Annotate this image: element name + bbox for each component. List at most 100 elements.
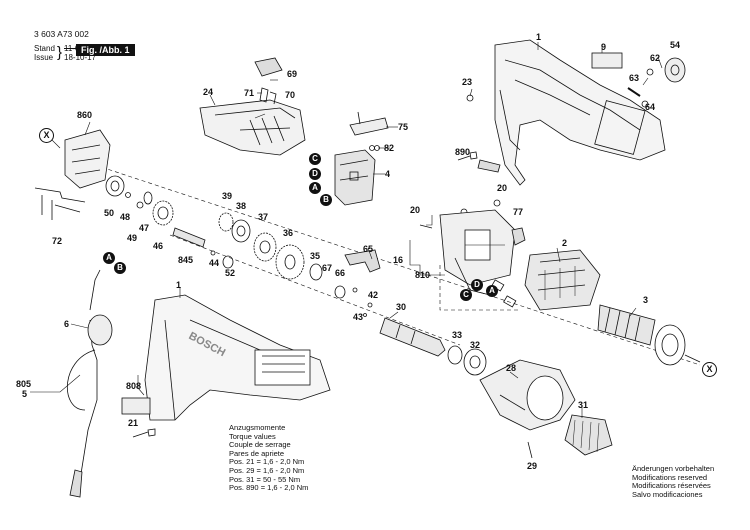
stand-label: Stand (34, 44, 55, 53)
part-label: 30 (396, 302, 407, 312)
torque-value: Pos. 21 = 1,6 - 2,0 Nm (229, 457, 305, 467)
note-line: Salvo modificaciones (632, 489, 703, 499)
part-label: 860 (77, 110, 93, 120)
part-label: 42 (368, 290, 379, 300)
torque-title-en: Torque values (229, 431, 276, 441)
cover-top (199, 99, 306, 156)
part-label: 20 (497, 183, 508, 193)
note-line: Modifications réservées (632, 481, 711, 491)
part-label: 805 (16, 379, 32, 389)
gear-housing-left (64, 129, 111, 189)
part-label: 39 (222, 191, 233, 201)
torque-title-de: Anzugsmomente (229, 423, 286, 432)
part-label: 23 (462, 77, 473, 87)
part-label: 69 (287, 69, 298, 79)
marker-c: C (460, 289, 472, 301)
torque-title-es: Pares de apriete (229, 448, 285, 458)
part-label: 808 (126, 381, 142, 391)
marker-x: X (39, 128, 54, 143)
part-label: 46 (153, 241, 164, 251)
torque-values: Anzugsmomente Torque values Couple de se… (229, 423, 309, 493)
part-label: 36 (283, 228, 294, 238)
housing-half-bottom (144, 294, 331, 421)
marker-c: C (309, 153, 321, 165)
part-label: 49 (127, 233, 138, 243)
part-label: 1 (176, 280, 182, 290)
part-label: 20 (410, 205, 421, 215)
marker-a: A (486, 285, 498, 297)
torque-value: Pos. 29 = 1,6 - 2,0 Nm (229, 465, 305, 475)
part-label: 4 (385, 169, 391, 179)
part-label: 75 (398, 122, 409, 132)
part-label: 5 (22, 389, 28, 399)
part-label: 890 (455, 147, 471, 157)
part-label: 9 (601, 42, 607, 52)
field-coil (524, 249, 601, 311)
part-label: 6 (64, 319, 70, 329)
housing-half-top (494, 39, 666, 186)
drill-chuck (564, 414, 613, 456)
issue-date: 18-10-17 (64, 53, 97, 62)
part-label: 3 (643, 295, 649, 305)
torque-title-fr: Couple de serrage (229, 440, 291, 450)
part-label: 64 (645, 102, 656, 112)
spindle (379, 317, 446, 357)
stand-date: 11-05 (64, 44, 84, 53)
armature (597, 304, 701, 366)
part-label: 43 (353, 312, 364, 322)
part-label: 62 (650, 53, 661, 63)
modification-notes: Änderungen vorbehalten Modifications res… (632, 464, 715, 499)
part-label: 31 (578, 400, 589, 410)
part-label: 28 (506, 363, 517, 373)
gear-housing-front (479, 359, 576, 431)
marker-a: A (103, 252, 115, 264)
part-label: 38 (236, 201, 247, 211)
part-label: 29 (527, 461, 538, 471)
label-plate (591, 52, 623, 69)
part-label: 52 (225, 268, 236, 278)
part-label: 63 (629, 73, 640, 83)
part-label: 65 (363, 244, 374, 254)
part-label: 82 (384, 143, 395, 153)
marker-b: B (320, 194, 332, 206)
part-label: 37 (258, 212, 269, 222)
part-label: 66 (335, 268, 346, 278)
note-line: Modifications reserved (632, 472, 708, 482)
part-label: 24 (203, 87, 214, 97)
part-label: 21 (128, 418, 139, 428)
marker-x: X (702, 362, 717, 377)
figure-label: Fig. /Abb. 1 (76, 44, 135, 56)
doc-number: 3 603 A73 002 (34, 29, 89, 39)
part-label: 16 (393, 255, 404, 265)
part-label: 845 (178, 255, 194, 265)
note-line: Änderungen vorbehalten (632, 464, 715, 473)
part-label: 48 (120, 212, 131, 222)
part-label: 71 (244, 88, 255, 98)
part-label: 32 (470, 340, 481, 350)
part-label: 47 (139, 223, 150, 233)
torque-value: Pos. 890 = 1,6 - 2,0 Nm (229, 483, 309, 493)
part-label: 44 (209, 258, 220, 268)
part-label: 77 (513, 207, 524, 217)
part-label: 33 (452, 330, 463, 340)
issue-label: Issue (34, 53, 54, 62)
torque-value: Pos. 31 = 50 - 55 Nm (229, 474, 301, 484)
part-label: 35 (310, 251, 321, 261)
part-label: 2 (562, 238, 568, 248)
power-cable (66, 269, 113, 498)
part-label: 54 (670, 40, 681, 50)
marker-a: A (309, 182, 321, 194)
part-label: 810 (415, 270, 431, 280)
part-label: 70 (285, 90, 296, 100)
brace: } (57, 44, 63, 61)
part-label: 67 (322, 263, 333, 273)
part-label: 72 (52, 236, 63, 246)
marker-d: D (309, 168, 321, 180)
marker-b: B (114, 262, 126, 274)
part-label: 1 (536, 32, 542, 42)
switch-module (334, 149, 376, 206)
part-label: 50 (104, 208, 115, 218)
marker-d: D (471, 279, 483, 291)
